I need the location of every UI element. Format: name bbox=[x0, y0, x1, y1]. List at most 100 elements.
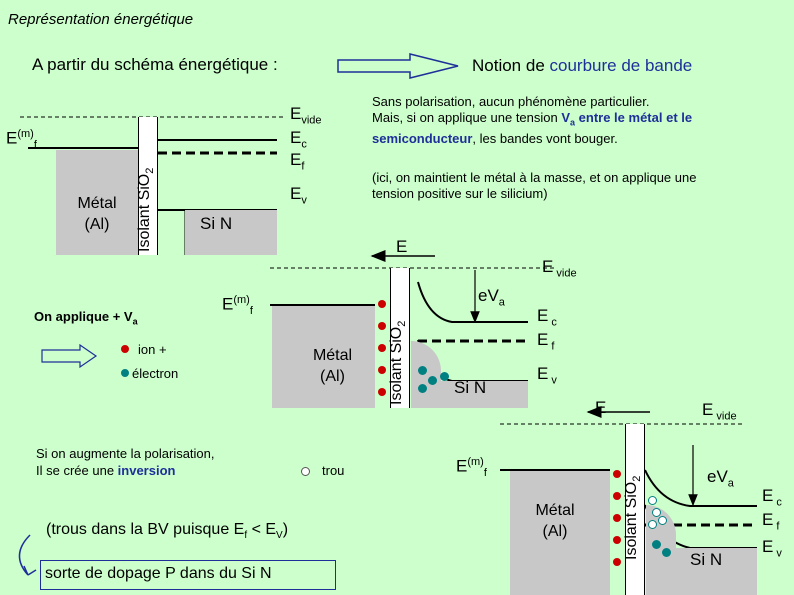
d2-oxide-text: Isolant SiO bbox=[388, 326, 405, 405]
heading-arrow-icon bbox=[337, 53, 459, 79]
explanation-1-line2a: Mais, si on applique une tension bbox=[372, 110, 562, 125]
d1-sin-label: Si N bbox=[200, 214, 233, 233]
d1-ef-sub: f bbox=[301, 160, 305, 173]
d2-ef-label: E f bbox=[537, 330, 554, 352]
d2-ion-dot bbox=[378, 322, 386, 330]
d3-metal-label: Métal (Al) bbox=[520, 500, 590, 542]
d3-efm-main: E bbox=[456, 456, 468, 476]
right-heading-highlight: courbure de bande bbox=[549, 56, 693, 75]
explanation-1-vsub: a bbox=[570, 117, 576, 128]
d1-oxide-sub: 2 bbox=[144, 167, 157, 174]
d3-hole-dot bbox=[648, 496, 657, 505]
d3-metal-line2: (Al) bbox=[542, 523, 568, 540]
d1-evide-label: Evide bbox=[290, 104, 322, 126]
d3-oxide-text: Isolant SiO bbox=[623, 481, 640, 560]
d3-oxide-block bbox=[625, 424, 645, 595]
dopage-text: sorte de dopage P dans du Si N bbox=[45, 565, 272, 582]
trous-sub1: f bbox=[244, 530, 248, 542]
legend-trou-dot bbox=[301, 467, 310, 476]
d1-oxide-label: Isolant SiO2 bbox=[136, 168, 156, 252]
d3-ev-main: E bbox=[762, 537, 774, 556]
d2-metal-block bbox=[272, 306, 375, 408]
d3-ef-main: E bbox=[762, 510, 774, 529]
d2-ev-main: E bbox=[537, 364, 549, 383]
inversion-line2a: Il se crée une bbox=[36, 463, 118, 478]
d2-electron-dot bbox=[440, 372, 449, 381]
d3-e-label: E bbox=[595, 398, 607, 417]
d2-ion-dot bbox=[378, 300, 386, 308]
right-heading: Notion de courbure de bande bbox=[472, 56, 692, 76]
d2-metal-label: Métal (Al) bbox=[290, 345, 375, 387]
trous-c: ) bbox=[282, 521, 289, 538]
d1-oxide-block bbox=[138, 117, 158, 255]
d2-metal-line2: (Al) bbox=[320, 368, 345, 385]
d2-e-label: E bbox=[396, 237, 408, 256]
d3-ion-dot bbox=[613, 514, 621, 522]
explanation-1-line2b: entre le métal et le bbox=[575, 110, 693, 125]
d2-oxide-label: Isolant SiO2 bbox=[388, 321, 408, 405]
d1-ev-label: Ev bbox=[290, 184, 307, 206]
d1-efm-sub: f bbox=[33, 139, 37, 152]
d2-eva-label: eVa bbox=[478, 286, 505, 308]
d1-ec-sub: c bbox=[301, 138, 307, 151]
d3-hole-dot bbox=[658, 516, 667, 525]
trous-sub2: V bbox=[276, 530, 283, 542]
legend-electron-label: électron bbox=[132, 366, 179, 381]
inversion-line1: Si on augmente la polarisation, bbox=[36, 446, 215, 461]
explanation-1-v: V bbox=[561, 110, 571, 125]
explanation-2-line2: tension positive sur le silicium) bbox=[372, 186, 548, 201]
d2-ion-dot bbox=[378, 366, 386, 374]
apply-sub: a bbox=[132, 316, 138, 327]
page-title: Représentation énergétique bbox=[8, 11, 194, 28]
d3-metal-block bbox=[510, 471, 610, 595]
d3-electron-dot bbox=[652, 540, 661, 549]
inversion-line2: Il se crée une inversion bbox=[36, 462, 215, 479]
d3-ev-sub: v bbox=[773, 547, 782, 560]
explanation-1-line2: Mais, si on applique une tension Va entr… bbox=[372, 110, 692, 131]
d3-oxide-sub: 2 bbox=[631, 475, 644, 482]
d3-ec-sub: c bbox=[773, 496, 782, 509]
apply-label: On applique + Va bbox=[34, 309, 138, 327]
d1-metal-label: Métal (Al) bbox=[56, 193, 138, 235]
d2-ion-dot bbox=[378, 344, 386, 352]
explanation-2-line1: (ici, on maintient le métal à la masse, … bbox=[372, 170, 697, 185]
d2-oxide-sub: 2 bbox=[396, 320, 409, 327]
d3-ion-dot bbox=[613, 492, 621, 500]
d2-ion-dot bbox=[378, 388, 386, 396]
d3-ion-dot bbox=[613, 536, 621, 544]
d2-ec-label: E c bbox=[537, 306, 557, 328]
explanation-1: Sans polarisation, aucun phénomène parti… bbox=[372, 94, 692, 147]
d3-ev-label: E v bbox=[762, 537, 782, 559]
d3-eva-main: eV bbox=[707, 467, 728, 486]
d2-efm-sub: f bbox=[249, 305, 253, 318]
explanation-2: (ici, on maintient le métal à la masse, … bbox=[372, 170, 696, 202]
trous-text: (trous dans la BV puisque Ef < EV) bbox=[46, 521, 288, 541]
d1-efm-sup: (m) bbox=[17, 128, 34, 140]
d1-efm-label: E(m)f bbox=[6, 128, 37, 151]
d2-oxide-block bbox=[390, 268, 410, 408]
d3-ion-dot bbox=[613, 470, 621, 478]
d3-eva-label: eVa bbox=[707, 467, 734, 489]
d2-ef-sub: f bbox=[548, 340, 555, 353]
d1-ef-label: Ef bbox=[290, 150, 304, 172]
legend-ion-dot bbox=[121, 345, 129, 353]
d2-evide-label: E vide bbox=[542, 257, 577, 279]
d2-efm-main: E bbox=[222, 294, 234, 314]
d2-evide-sub: vide bbox=[553, 267, 577, 280]
d3-ec-main: E bbox=[762, 486, 774, 505]
legend-trou-label: trou bbox=[322, 463, 345, 478]
d1-efm-main: E bbox=[6, 128, 18, 148]
right-heading-prefix: Notion de bbox=[472, 56, 550, 75]
d2-ef-main: E bbox=[537, 330, 549, 349]
d3-oxide-label: Isolant SiO2 bbox=[623, 476, 643, 560]
d2-ec-curve bbox=[417, 281, 528, 323]
explanation-1-line1: Sans polarisation, aucun phénomène parti… bbox=[372, 94, 650, 109]
left-heading: A partir du schéma énergétique : bbox=[32, 55, 278, 74]
d1-sin-block bbox=[185, 210, 277, 255]
d1-metal-line2: (Al) bbox=[84, 216, 110, 233]
d3-evide-label: E vide bbox=[702, 400, 737, 422]
d2-ev-label: E v bbox=[537, 364, 557, 386]
d2-sin-label: Si N bbox=[454, 378, 487, 397]
d1-metal-line1: Métal bbox=[77, 195, 117, 212]
d3-ec-label: E c bbox=[762, 486, 782, 508]
